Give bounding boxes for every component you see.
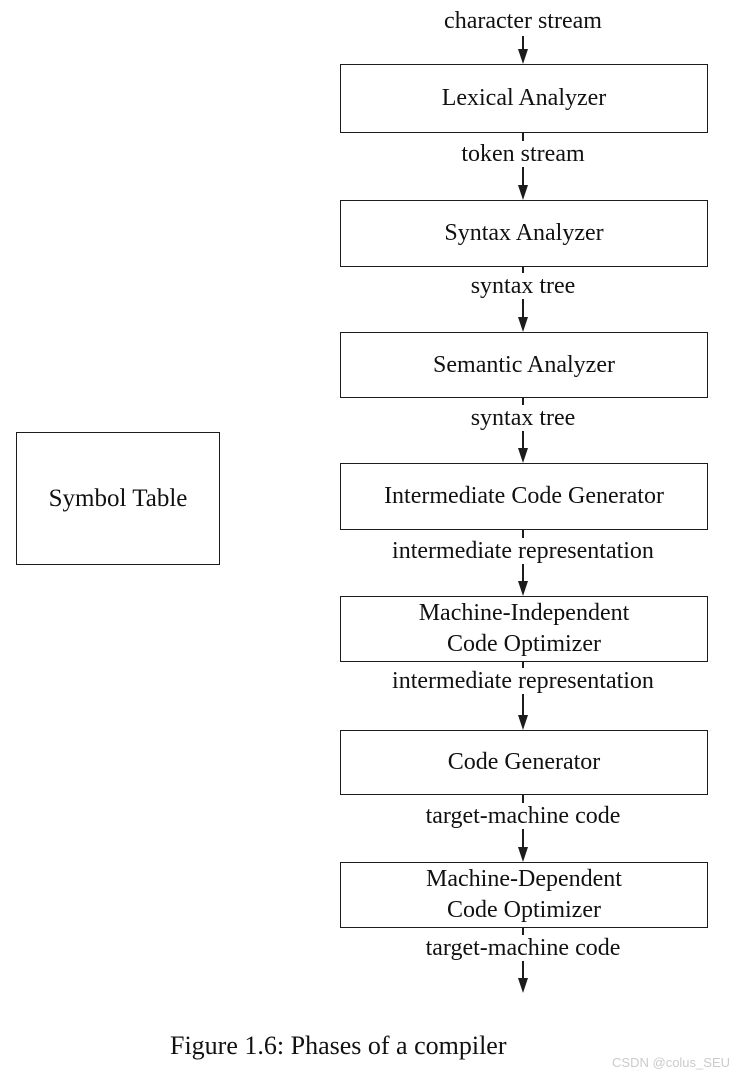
stage-label: Code Generator [447, 749, 601, 776]
arrow-head-icon [518, 978, 528, 993]
stage-label-line2: Code Optimizer [447, 631, 601, 657]
stage-label: Lexical Analyzer [441, 85, 607, 112]
stream-label-syntax-tree-1: syntax tree [461, 273, 585, 299]
stream-label-intermediate-representation-2: intermediate representation [383, 668, 663, 694]
arrow-head-icon [518, 847, 528, 862]
stage-box-machine-dependent-code-optimizer: Machine-Dependent Code Optimizer [340, 862, 708, 928]
stage-label: Intermediate Code Generator [384, 483, 664, 510]
stage-label-line2: Code Optimizer [447, 897, 601, 923]
stage-box-code-generator: Code Generator [340, 730, 708, 795]
stage-label: Syntax Analyzer [444, 220, 604, 247]
stage-box-machine-independent-code-optimizer: Machine-Independent Code Optimizer [340, 596, 708, 662]
symbol-table-label: Symbol Table [48, 484, 188, 512]
arrow-head-icon [518, 49, 528, 64]
arrow-shaft [522, 36, 524, 49]
stream-label-syntax-tree-2: syntax tree [461, 405, 585, 431]
stage-box-intermediate-code-generator: Intermediate Code Generator [340, 463, 708, 530]
figure-caption: Figure 1.6: Phases of a compiler [170, 1031, 507, 1060]
stage-box-semantic-analyzer: Semantic Analyzer [340, 332, 708, 398]
stage-label-line1: Machine-Dependent [426, 866, 622, 893]
stream-label-target-machine-code-1: target-machine code [416, 803, 630, 829]
symbol-table-box: Symbol Table [16, 432, 220, 565]
arrow-head-icon [518, 448, 528, 463]
arrow-head-icon [518, 185, 528, 200]
arrow-head-icon [518, 715, 528, 730]
arrow-head-icon [518, 317, 528, 332]
stage-label: Semantic Analyzer [433, 351, 615, 378]
stage-label-line1: Machine-Independent [418, 600, 630, 627]
flow-arrow-1 [517, 36, 529, 64]
stream-label-intermediate-representation-1: intermediate representation [383, 538, 663, 564]
watermark: CSDN @colus_SEU [612, 1055, 730, 1070]
stage-box-lexical-analyzer: Lexical Analyzer [340, 64, 708, 133]
stage-box-syntax-analyzer: Syntax Analyzer [340, 200, 708, 267]
stream-label-target-machine-code-2: target-machine code [416, 935, 630, 961]
arrow-head-icon [518, 581, 528, 596]
stream-label-character-stream: character stream [435, 8, 611, 34]
stream-label-token-stream: token stream [452, 141, 594, 167]
